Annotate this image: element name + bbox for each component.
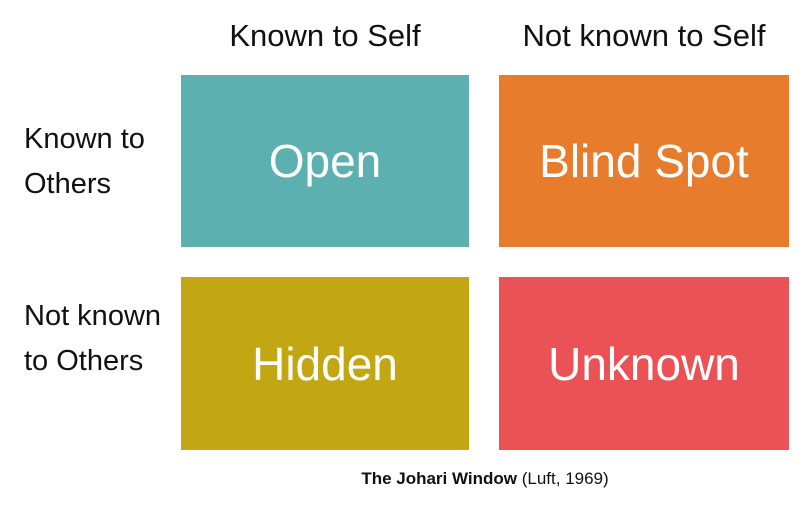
column-header-known-to-self: Known to Self (229, 18, 421, 53)
quadrant-blind-spot: Blind Spot (499, 75, 789, 247)
quadrant-hidden-label: Hidden (252, 337, 398, 390)
caption: The Johari Window (Luft, 1969) (300, 468, 670, 490)
row-header-not-known-to-others: Not known to Others (24, 300, 162, 377)
caption-title: The Johari Window (361, 469, 517, 488)
quadrant-hidden: Hidden (181, 277, 469, 450)
row-header-known-to-others: Known to Others (24, 123, 145, 200)
quadrant-open-label: Open (268, 135, 382, 187)
caption-citation: (Luft, 1969) (521, 469, 609, 488)
quadrant-open: Open (181, 75, 469, 247)
quadrant-unknown: Unknown (499, 277, 789, 450)
quadrant-blind-spot-label: Blind Spot (539, 135, 749, 187)
quadrant-unknown-label: Unknown (548, 337, 740, 390)
column-header-not-known-to-self: Not known to Self (522, 18, 766, 53)
